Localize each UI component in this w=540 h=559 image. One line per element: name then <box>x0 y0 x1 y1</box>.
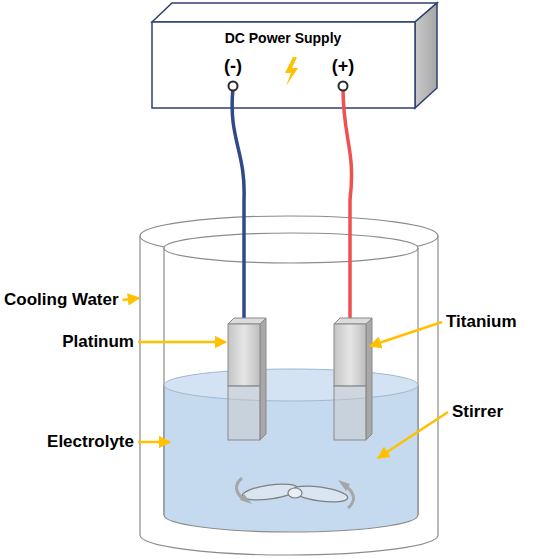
leader-arrow <box>138 441 170 444</box>
rotation-arrowhead <box>338 480 350 491</box>
terminal-sign: (+) <box>332 56 355 77</box>
jacket-bottom <box>140 535 438 555</box>
rotation-arrowhead <box>240 494 252 504</box>
leader-arrow <box>123 298 139 300</box>
titanium-electrode <box>334 324 366 386</box>
electrode-side <box>260 318 266 440</box>
part-label: Cooling Water <box>4 290 119 310</box>
rotation-arrows <box>236 478 353 508</box>
beaker-rim <box>164 233 418 263</box>
part-label: Platinum <box>62 332 134 352</box>
negative-wire <box>232 88 244 322</box>
supply-front-face <box>152 22 415 108</box>
power-supply-box: DC Power Supply (-) (+) <box>152 22 415 108</box>
liquid-surface <box>164 369 418 401</box>
terminal-sign: (-) <box>224 56 242 77</box>
electrode-side <box>366 318 372 440</box>
titanium-electrode-immersed <box>334 386 366 440</box>
supply-top-face <box>152 3 437 22</box>
jacket-wall <box>437 236 438 535</box>
negative-terminal <box>229 82 238 91</box>
leader-arrow <box>138 341 226 344</box>
stirrer-propeller <box>241 481 348 505</box>
jacket-wall <box>139 236 140 535</box>
supply-side-face <box>415 3 437 108</box>
leader-arrow <box>378 412 448 458</box>
leader-arrow <box>370 322 442 346</box>
device-title: DC Power Supply <box>225 30 342 46</box>
platinum-electrode <box>228 324 260 386</box>
part-label: Stirrer <box>452 402 503 422</box>
part-label: Titanium <box>446 312 517 332</box>
positive-terminal <box>339 82 348 91</box>
part-label: Electrolyte <box>47 432 134 452</box>
lightning-symbol <box>285 57 298 86</box>
positive-wire <box>343 88 352 322</box>
platinum-electrode-immersed <box>228 386 260 440</box>
electrolyte-liquid <box>164 385 418 532</box>
